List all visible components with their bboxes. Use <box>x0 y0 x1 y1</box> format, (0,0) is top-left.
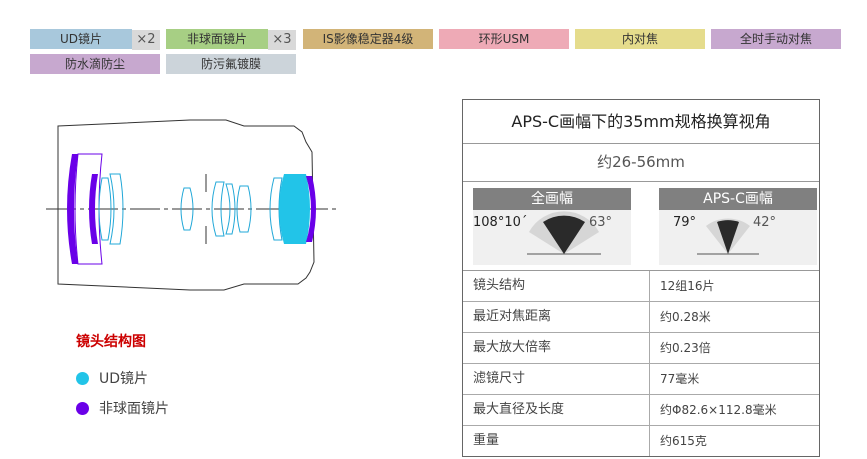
format-label: APS-C画幅 <box>659 188 817 210</box>
second-aspherical-element <box>89 174 98 244</box>
lens-element <box>211 181 225 237</box>
spec-value: 约Φ82.6×112.8毫米 <box>660 403 777 417</box>
tag-label: 非球面镜片 <box>166 29 268 49</box>
tag-image-stabilizer: IS影像稳定器4级 <box>303 29 433 49</box>
full-frame-angle-box: 全画幅 108°10´ 63° <box>473 188 631 265</box>
legend-label: UD镜片 <box>99 371 149 387</box>
tag-multiplier: ×2 <box>132 30 160 50</box>
tag-label: 防水滴防尘 <box>64 57 125 71</box>
aps-c-angle-fan-icon <box>697 218 759 255</box>
full-frame-angle-fan-icon <box>527 211 601 255</box>
lens-element <box>225 183 236 235</box>
tag-internal-focus: 内对焦 <box>575 29 705 49</box>
legend-item-ud: UD镜片 <box>76 368 148 388</box>
spec-key: 滤镜尺寸 <box>463 364 650 394</box>
rear-aspherical-element <box>306 176 316 242</box>
tag-label: 内对焦 <box>621 32 658 46</box>
ud-element <box>279 174 310 244</box>
tag-label: IS影像稳定器4级 <box>322 32 414 46</box>
spec-key: 最近对焦距离 <box>463 302 650 332</box>
aspherical-lens-color-dot <box>76 402 89 415</box>
lens-barrel-outline <box>57 119 315 291</box>
horizontal-angle-value: 42° <box>753 215 777 230</box>
tag-multiplier: ×3 <box>268 30 296 50</box>
spec-value: 约0.23倍 <box>660 341 711 355</box>
spec-row-dimensions: 最大直径及长度 约Φ82.6×112.8毫米 <box>463 395 819 426</box>
tag-label: 环形USM <box>478 32 530 46</box>
tag-label: 全时手动对焦 <box>739 32 812 46</box>
spec-value: 12组16片 <box>660 279 715 293</box>
spec-row-filter-size: 滤镜尺寸 77毫米 <box>463 364 819 395</box>
format-label: 全画幅 <box>473 188 631 210</box>
lens-element <box>236 185 252 233</box>
spec-key: 最大放大倍率 <box>463 333 650 363</box>
spec-panel: APS-C画幅下的35mm规格换算视角 约26-56mm 全画幅 108°10´… <box>462 99 820 457</box>
spec-row-weight: 重量 约615克 <box>463 426 819 456</box>
spec-row-min-focus: 最近对焦距离 约0.28米 <box>463 302 819 333</box>
tag-label: UD镜片 <box>30 29 132 49</box>
tag-ud-lens: UD镜片×2 <box>30 29 160 50</box>
tag-full-time-manual: 全时手动对焦 <box>711 29 841 49</box>
angle-of-view-section: 全画幅 108°10´ 63° APS-C画幅 79° 42° <box>463 182 819 271</box>
spec-key: 最大直径及长度 <box>463 395 650 425</box>
front-element-group <box>74 153 103 265</box>
spec-value: 77毫米 <box>660 372 700 386</box>
panel-title: APS-C画幅下的35mm规格换算视角 <box>463 100 819 144</box>
ud-lens-color-dot <box>76 372 89 385</box>
lens-construction-diagram <box>46 119 336 291</box>
tag-ring-usm: 环形USM <box>439 29 569 49</box>
legend-title: 镜头结构图 <box>76 334 146 350</box>
equivalent-focal-range: 约26-56mm <box>463 144 819 182</box>
legend-label: 非球面镜片 <box>99 401 169 417</box>
lens-element <box>180 187 194 231</box>
horizontal-angle-value: 63° <box>589 215 613 230</box>
lens-element <box>269 177 283 241</box>
lens-element <box>98 177 112 241</box>
spec-row-construction: 镜头结构 12组16片 <box>463 271 819 302</box>
tag-label: 防污氟镀膜 <box>200 57 261 71</box>
spec-key: 重量 <box>463 426 650 456</box>
spec-value: 约615克 <box>660 434 707 448</box>
spec-row-magnification: 最大放大倍率 约0.23倍 <box>463 333 819 364</box>
diagonal-angle-value: 79° <box>673 215 697 230</box>
tag-fluorine-coating: 防污氟镀膜 <box>166 54 296 74</box>
diagonal-angle-value: 108°10´ <box>473 215 528 230</box>
lens-element <box>109 173 124 245</box>
legend-item-aspherical: 非球面镜片 <box>76 398 169 418</box>
front-aspherical-element <box>67 154 78 264</box>
spec-key: 镜头结构 <box>463 271 650 301</box>
spec-value: 约0.28米 <box>660 310 711 324</box>
tag-weather-sealing: 防水滴防尘 <box>30 54 160 74</box>
tag-aspherical-lens: 非球面镜片×3 <box>166 29 296 50</box>
aps-c-angle-box: APS-C画幅 79° 42° <box>659 188 817 265</box>
